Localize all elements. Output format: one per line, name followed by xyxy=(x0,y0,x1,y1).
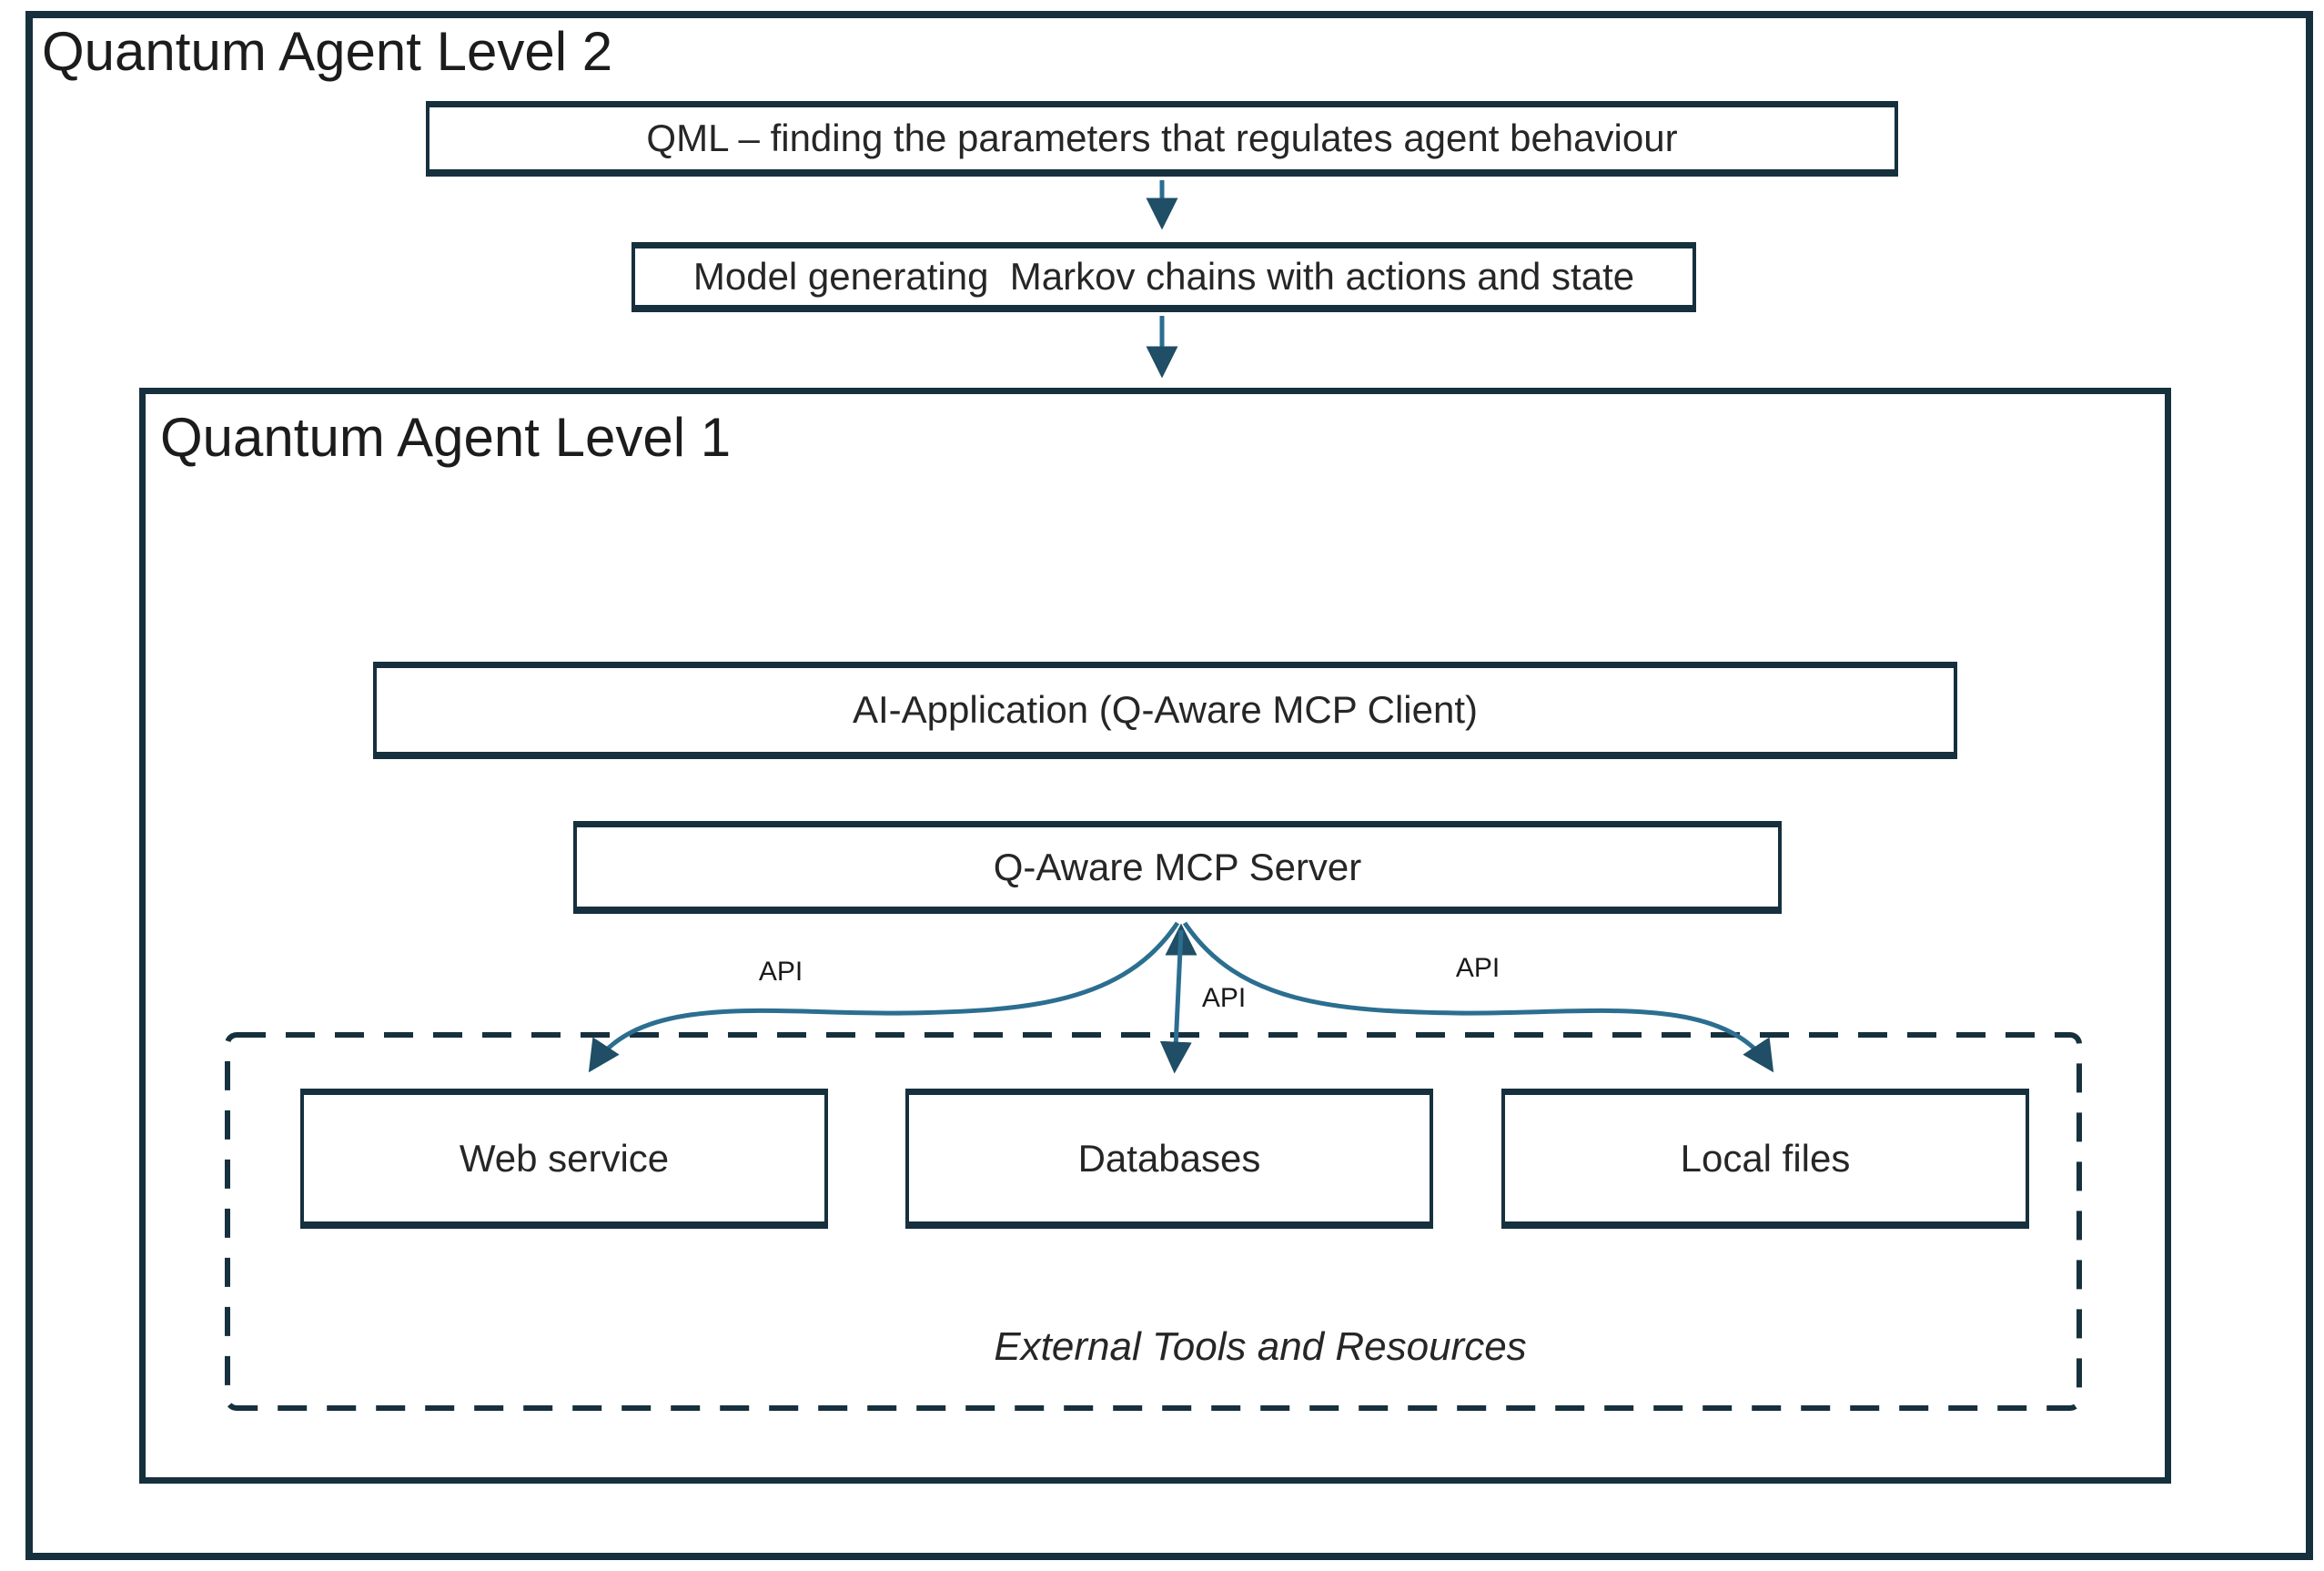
qml-box-label: QML – finding the parameters that regula… xyxy=(646,117,1678,159)
external-tools-caption: External Tools and Resources xyxy=(994,1324,1527,1369)
ai-application-box-label: AI-Application (Q-Aware MCP Client) xyxy=(852,688,1478,731)
ai-application-box: AI-Application (Q-Aware MCP Client) xyxy=(373,662,1957,759)
web-service-box: Web service xyxy=(300,1089,828,1229)
databases-box-label: Databases xyxy=(1077,1136,1261,1180)
web-service-box-label: Web service xyxy=(459,1136,670,1180)
api-label-middle: API xyxy=(1201,983,1247,1013)
quantum-agent-level1-title: Quantum Agent Level 1 xyxy=(160,407,732,468)
mcp-server-box-label: Q-Aware MCP Server xyxy=(993,845,1362,888)
local-files-box-label: Local files xyxy=(1680,1136,1851,1180)
model-box-label: Model generating Markov chains with acti… xyxy=(692,255,1635,298)
databases-box: Databases xyxy=(905,1089,1433,1229)
local-files-box: Local files xyxy=(1501,1089,2029,1229)
api-label-right: API xyxy=(1455,953,1500,983)
quantum-agent-level2-title: Quantum Agent Level 2 xyxy=(42,21,613,82)
model-box: Model generating Markov chains with acti… xyxy=(632,242,1696,312)
mcp-server-box: Q-Aware MCP Server xyxy=(573,821,1782,914)
quantum-agent-level1-frame xyxy=(139,388,2171,1484)
api-label-left: API xyxy=(758,957,803,987)
qml-box: QML – finding the parameters that regula… xyxy=(426,101,1898,177)
